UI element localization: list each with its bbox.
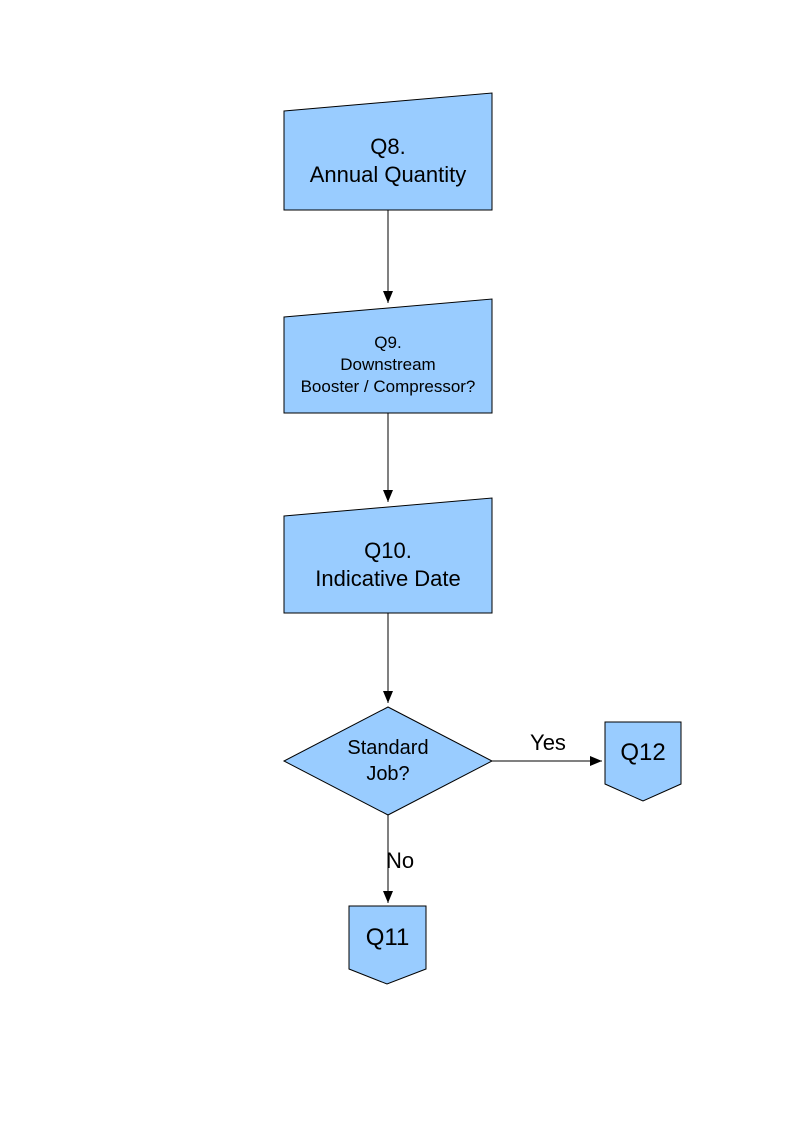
node-decision-label-line: Job? [366,763,410,785]
node-q11-label: Q11 [365,923,410,951]
node-q9-label: Q9. Downstream Booster / Compressor? [284,317,492,413]
node-q8-label-line: Q8. [370,133,406,159]
edge-no-label: No [386,848,415,873]
node-q8-label-line: Annual Quantity [309,161,467,187]
node-q9-label-line: Booster / Compressor? [300,377,476,396]
node-q8-shape [283,92,493,211]
node-q9-label-line: Q9. [374,333,402,352]
node-q9-label-line: Downstream [340,355,436,374]
node-q11-shape [348,905,427,985]
node-decision-shape [282,706,494,816]
node-decision-label-line: Standard [347,737,429,759]
edge-yes-label: Yes [530,730,566,755]
node-q12-shape [604,721,682,802]
node-q10-label-line: Q10. [364,537,412,563]
node-q9-shape [283,298,493,414]
node-q10-label: Q10. Indicative Date [284,516,492,613]
node-decision-label: Standard Job? [284,707,492,815]
node-q10-label-line: Indicative Date [315,565,461,591]
node-q8-label: Q8. Annual Quantity [284,111,492,210]
node-q12-label: Q12 [620,739,666,766]
node-q10-shape [283,497,493,614]
